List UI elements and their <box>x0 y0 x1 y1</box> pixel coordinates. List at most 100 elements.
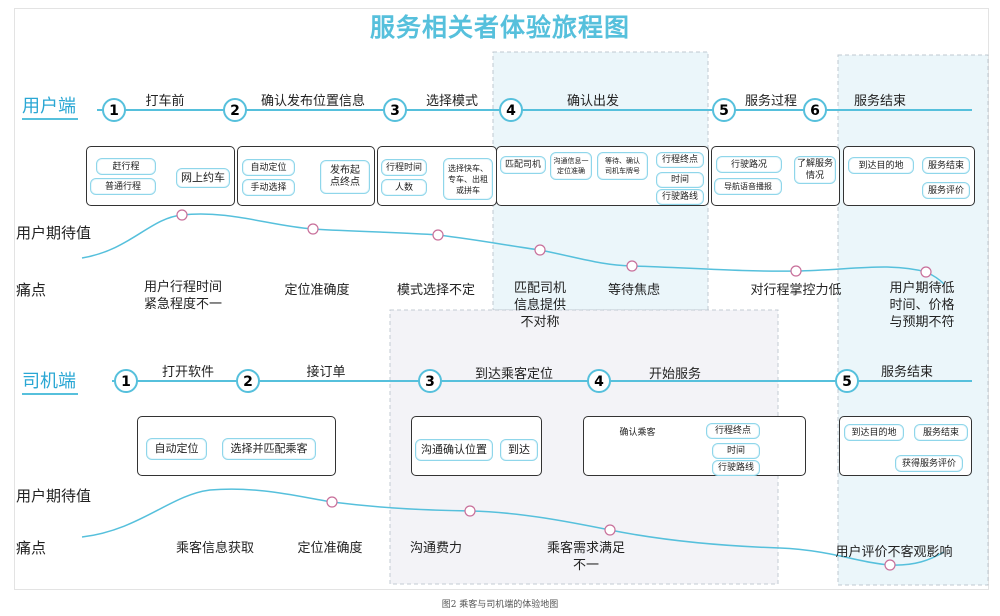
d-step-2-num: 2 <box>243 374 253 390</box>
p-step-4-circle <box>499 98 523 122</box>
d-box-get-rating: 获得服务评价 <box>895 455 963 472</box>
d-expectation-label: 用户期待值 <box>16 487 92 505</box>
driver-expectation-curve <box>81 488 945 566</box>
p-step-5-num: 5 <box>719 103 729 119</box>
p-pain-7: 用户期待低 时间、价格 与预期不符 <box>889 281 955 330</box>
p-box-rush-trip: 赶行程 <box>96 158 156 175</box>
d-box-confirm-passenger: 确认乘客 <box>616 424 659 441</box>
shade-service-end <box>837 54 989 586</box>
driver-side-underline <box>22 393 78 395</box>
p-box-wait-confirm: 等待、确认 司机车牌号 <box>597 152 648 180</box>
d-pain-label: 痛点 <box>16 539 47 557</box>
p-node-2 <box>307 223 319 235</box>
p-box-choose-mode: 选择快车、 专车、出租 或拼车 <box>443 158 493 200</box>
d-step-1-label: 打开软件 <box>161 365 215 380</box>
d-node-1 <box>326 496 338 508</box>
d-pain-5: 用户评价不客观影响 <box>835 545 953 560</box>
d-pain-2: 定位准确度 <box>297 541 363 556</box>
p-step-2-label: 确认发布位置信息 <box>260 94 366 109</box>
d-step-2-circle <box>236 369 260 393</box>
d-box-service-end: 服务结束 <box>914 424 968 441</box>
p-step-5-circle <box>712 98 736 122</box>
d-step-5-circle <box>835 369 859 393</box>
p-box-manual-select: 手动选择 <box>242 179 295 196</box>
d-box-arrived: 到达 <box>500 439 538 461</box>
p-box-match-driver: 匹配司机 <box>500 156 546 174</box>
d-box-arrive-destination: 到达目的地 <box>844 424 904 441</box>
d-step-3-num: 3 <box>425 374 435 390</box>
driver-side-label: 司机端 <box>22 371 76 392</box>
p-step-2-circle <box>223 98 247 122</box>
p-step-3-num: 3 <box>390 103 400 119</box>
p-box-time: 时间 <box>656 172 704 188</box>
passenger-side-label: 用户端 <box>22 96 76 117</box>
p-step-5-label: 服务过程 <box>744 94 798 109</box>
p-step-4-label: 确认出发 <box>566 94 620 109</box>
d-box-match-passenger: 选择并匹配乘客 <box>222 438 316 460</box>
d-box-time: 时间 <box>712 443 760 459</box>
d-box-auto-locate: 自动定位 <box>146 438 207 460</box>
d-pain-4: 乘客需求满足 不一 <box>546 541 626 573</box>
p-step-6-num: 6 <box>810 103 820 119</box>
passenger-curve-nodes <box>176 209 932 278</box>
p-expectation-label: 用户期待值 <box>16 224 92 242</box>
p-pain-5: 等待焦虑 <box>607 283 661 298</box>
p-box-know-service: 了解服务 情况 <box>794 156 836 184</box>
figure-caption: 图2 乘客与司机端的体验地图 <box>441 600 559 610</box>
p-pain-4: 匹配司机 信息提供 不对称 <box>513 281 567 330</box>
p-pain-3: 模式选择不定 <box>396 283 476 298</box>
d-step-4-num: 4 <box>594 374 604 390</box>
p-node-3 <box>432 229 444 241</box>
p-node-7 <box>920 266 932 278</box>
p-box-service-end: 服务结束 <box>922 157 970 174</box>
p-step-1-label: 打车前 <box>145 94 185 109</box>
p-box-road-condition: 行驶路况 <box>716 156 782 173</box>
p-box-people-count: 人数 <box>381 179 427 196</box>
d-step-1-circle <box>114 369 138 393</box>
p-step-1-circle <box>102 98 126 122</box>
d-node-2 <box>464 505 476 517</box>
p-pain-1: 用户行程时间 紧急程度不一 <box>143 280 223 312</box>
p-step-2-num: 2 <box>230 103 240 119</box>
p-box-arrive: 到达目的地 <box>848 157 914 174</box>
p-box-auto-locate: 自动定位 <box>242 159 295 176</box>
p-box-voice-nav: 导航语音播报 <box>714 178 782 195</box>
p-box-route: 行驶路线 <box>656 189 704 205</box>
p-pain-label: 痛点 <box>16 281 47 299</box>
p-step-4-num: 4 <box>506 103 516 119</box>
driver-step-circles: 1 2 3 4 5 <box>114 369 859 393</box>
p-step-6-circle <box>803 98 827 122</box>
p-box-trip-time: 行程时间 <box>381 159 427 176</box>
p-node-4 <box>534 244 546 256</box>
p-box-communicate: 沟通信息一 定位准确 <box>550 152 592 180</box>
p-step-6-label: 服务结束 <box>853 94 907 109</box>
passenger-step-circles: 1 2 3 4 5 6 <box>102 98 827 122</box>
d-step-1-num: 1 <box>121 374 131 390</box>
d-pain-1: 乘客信息获取 <box>175 541 255 556</box>
p-step-1-num: 1 <box>109 103 119 119</box>
d-node-4 <box>884 559 896 571</box>
p-node-5 <box>626 260 638 272</box>
d-step-3-label: 到达乘客定位 <box>474 367 554 382</box>
d-box-confirm-location: 沟通确认位置 <box>415 439 493 461</box>
passenger-side-underline <box>22 118 78 120</box>
diagram-title: 服务相关者体验旅程图 <box>369 13 630 42</box>
d-group-start-service <box>583 416 806 476</box>
p-pain-6: 对行程掌控力低 <box>750 283 842 298</box>
p-pain-2: 定位准确度 <box>284 283 350 298</box>
d-step-2-label: 接订单 <box>306 365 346 380</box>
p-box-online-booking: 网上约车 <box>176 168 230 188</box>
p-node-1 <box>176 209 188 221</box>
d-box-route: 行驶路线 <box>712 460 760 476</box>
p-step-3-label: 选择模式 <box>425 94 479 109</box>
p-node-6 <box>790 265 802 277</box>
driver-curve-nodes <box>326 496 896 571</box>
d-step-5-label: 服务结束 <box>880 365 934 380</box>
p-step-3-circle <box>383 98 407 122</box>
d-step-5-num: 5 <box>842 374 852 390</box>
d-step-4-circle <box>587 369 611 393</box>
d-step-3-circle <box>418 369 442 393</box>
d-box-destination: 行程终点 <box>706 423 760 439</box>
p-box-destination: 行程终点 <box>656 152 704 168</box>
d-step-4-label: 开始服务 <box>648 367 702 382</box>
